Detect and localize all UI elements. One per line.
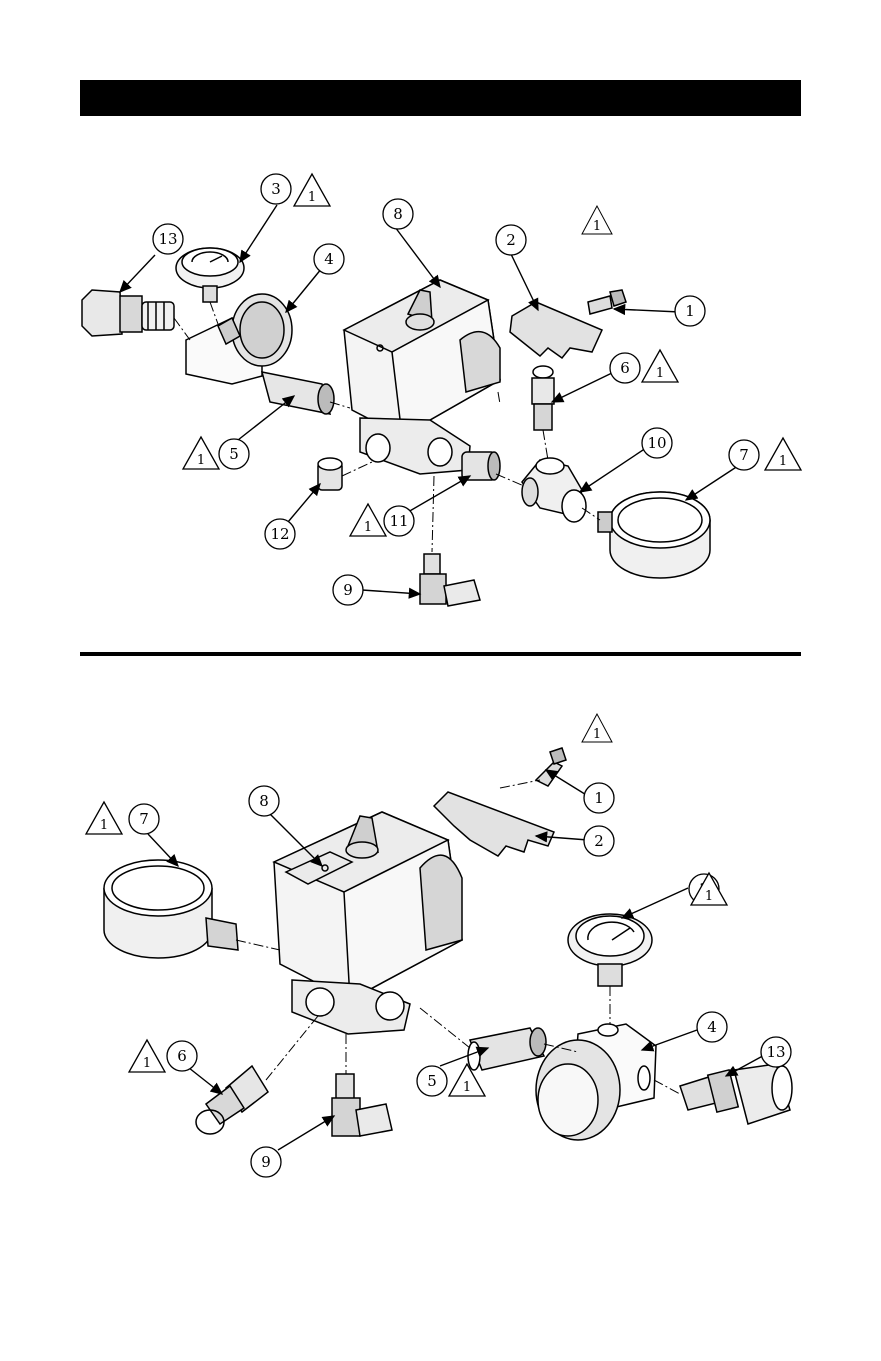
callout-label: 7 xyxy=(739,446,749,464)
unloader-bracket-part xyxy=(510,302,602,358)
pressure-gauge-part xyxy=(176,248,244,302)
warning-triangle: 1 xyxy=(765,438,801,470)
warning-label: 1 xyxy=(593,727,601,742)
callout-bubble: 1 xyxy=(584,783,614,813)
warning-label: 1 xyxy=(308,190,316,205)
callout-label: 5 xyxy=(427,1072,437,1090)
pressure-gauge-part xyxy=(568,914,652,986)
callout-label: 9 xyxy=(343,581,353,599)
callout-label: 13 xyxy=(766,1043,785,1061)
callout-label: 2 xyxy=(594,832,604,850)
warning-triangle: 1 xyxy=(582,206,612,234)
callout-label: 8 xyxy=(393,205,403,223)
callout-bubble: 6 xyxy=(167,1041,197,1071)
warning-label: 1 xyxy=(100,818,108,833)
callout-label: 6 xyxy=(620,359,630,377)
warning-triangle: 1 xyxy=(449,1064,485,1096)
warning-label: 1 xyxy=(593,219,601,234)
callout-label: 3 xyxy=(271,180,281,198)
callout-bubble: 12 xyxy=(265,519,295,549)
callout-label: 8 xyxy=(259,792,269,810)
callout-bubble: 10 xyxy=(642,428,672,458)
callout-bubble: 5 xyxy=(417,1066,447,1096)
callout-label: 1 xyxy=(594,789,604,807)
safety-valve-part xyxy=(196,1066,268,1134)
callout-bubble: 1 xyxy=(675,296,705,326)
warning-triangle: 1 xyxy=(86,802,122,834)
tank-gauge-part xyxy=(104,860,238,958)
callout-bubble: 13 xyxy=(153,224,183,254)
callout-label: 4 xyxy=(707,1018,717,1036)
callout-bubble: 5 xyxy=(219,439,249,469)
tank-gauge-part xyxy=(598,492,710,578)
callout-bubble: 4 xyxy=(697,1012,727,1042)
regulator-part xyxy=(536,1024,656,1140)
callout-label: 10 xyxy=(647,434,666,452)
warning-label: 1 xyxy=(197,453,205,468)
tee-fitting-part xyxy=(522,458,586,522)
warning-triangle: 1 xyxy=(642,350,678,382)
check-valve-part xyxy=(332,1074,392,1136)
callout-bubble: 9 xyxy=(251,1147,281,1177)
warning-triangle: 1 xyxy=(582,714,612,742)
callout-label: 2 xyxy=(506,231,516,249)
callout-bubble: 7 xyxy=(129,804,159,834)
warning-label: 1 xyxy=(143,1056,151,1071)
upper-parts xyxy=(82,248,710,606)
callout-label: 5 xyxy=(229,445,239,463)
callout-bubble: 4 xyxy=(314,244,344,274)
callout-bubble: 13 xyxy=(761,1037,791,1067)
callout-bubble: 8 xyxy=(383,199,413,229)
callout-bubble: 2 xyxy=(584,826,614,856)
pipe-nipple-part xyxy=(468,1028,546,1070)
callout-bubble: 8 xyxy=(249,786,279,816)
warning-triangle: 1 xyxy=(294,174,330,206)
unloader-bracket-part xyxy=(434,792,554,856)
safety-valve-part xyxy=(532,366,554,430)
callout-bubble: 11 xyxy=(384,506,414,536)
callout-label: 13 xyxy=(158,230,177,248)
screw-part xyxy=(588,290,626,314)
check-valve-part xyxy=(420,554,480,606)
short-nipple-part xyxy=(462,452,500,480)
pressure-switch-part xyxy=(344,280,500,474)
callout-bubble: 9 xyxy=(333,575,363,605)
callout-label: 7 xyxy=(139,810,149,828)
callout-label: 6 xyxy=(177,1047,187,1065)
callout-label: 9 xyxy=(261,1153,271,1171)
warning-label: 1 xyxy=(463,1080,471,1095)
callout-bubble: 3 xyxy=(261,174,291,204)
bushing-part xyxy=(318,458,342,490)
callout-bubble: 7 xyxy=(729,440,759,470)
callout-label: 11 xyxy=(389,512,408,530)
callout-bubble: 6 xyxy=(610,353,640,383)
callout-bubble: 2 xyxy=(496,225,526,255)
pipe-nipple-part xyxy=(262,372,334,414)
warning-triangle: 1 xyxy=(129,1040,165,1072)
warning-triangle: 1 xyxy=(350,504,386,536)
warning-label: 1 xyxy=(779,454,787,469)
quick-coupler-part xyxy=(680,1064,792,1124)
quick-coupler-part xyxy=(82,290,174,336)
warning-label: 1 xyxy=(705,889,713,904)
regulator-part xyxy=(186,294,292,384)
warning-triangle: 1 xyxy=(183,437,219,469)
warning-label: 1 xyxy=(656,366,664,381)
callout-label: 1 xyxy=(685,302,695,320)
callout-label: 4 xyxy=(324,250,334,268)
callout-label: 12 xyxy=(270,525,289,543)
warning-label: 1 xyxy=(364,520,372,535)
lower-parts xyxy=(104,748,792,1140)
